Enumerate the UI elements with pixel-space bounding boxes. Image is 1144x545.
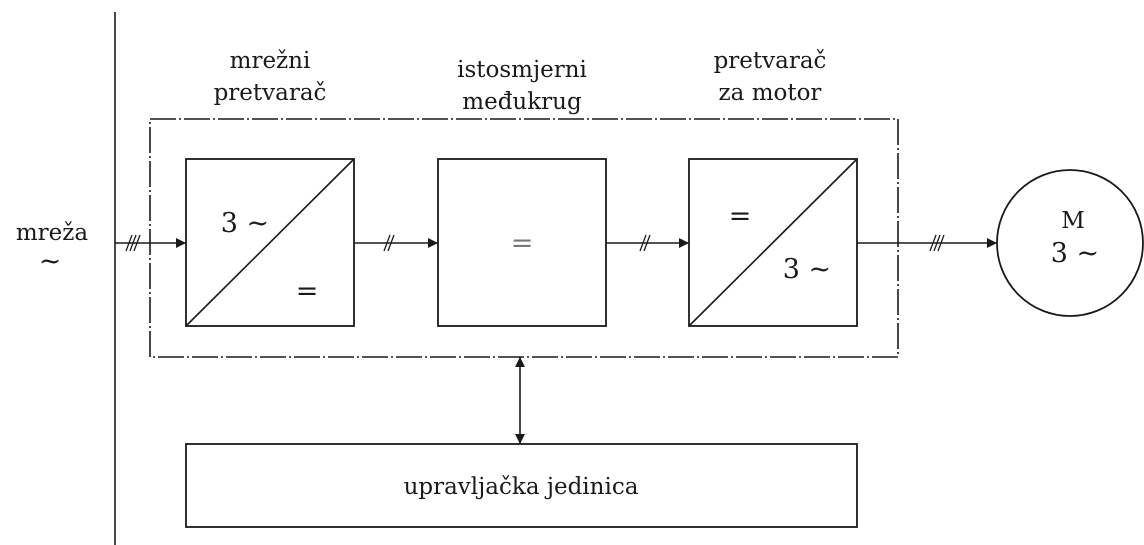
conductor-tick <box>129 234 137 252</box>
motor-ac-symbol: 3 ~ <box>1051 238 1099 269</box>
control-unit-block: upravljačka jedinica <box>185 443 858 528</box>
inverter-input-symbol: = <box>729 201 752 232</box>
connection-grid-to-rectifier <box>115 234 186 252</box>
rectifier-output-symbol: = <box>296 276 319 307</box>
connection-inverter-to-motor <box>857 234 997 252</box>
motor-converter-title: za motor <box>719 80 822 106</box>
conductor-tick <box>933 234 941 252</box>
control-unit-label: upravljačka jedinica <box>404 474 639 500</box>
conductor-tick <box>639 234 647 252</box>
inverter-output-symbol: 3 ~ <box>783 254 831 285</box>
grid-ac-symbol: ~ <box>39 246 62 277</box>
conductor-tick <box>937 234 945 252</box>
dc-link-symbol: = <box>511 228 534 259</box>
motor-converter-title: pretvarač <box>714 48 827 74</box>
dc-link-title: istosmjerni <box>457 57 587 83</box>
grid-converter-title: mrežni <box>230 48 311 74</box>
dc-link-block: = <box>437 158 607 327</box>
inverter-diagonal <box>688 158 858 327</box>
connection-dc-link-to-inverter <box>606 234 689 252</box>
conductor-tick <box>387 234 395 252</box>
motor-label: M <box>1061 208 1085 234</box>
rectifier-diagonal <box>185 158 355 327</box>
dc-link-title: međukrug <box>462 89 582 115</box>
conductor-tick <box>643 234 651 252</box>
inverter-block: = 3 ~ <box>688 158 858 327</box>
connection-rectifier-to-dc-link <box>354 234 438 252</box>
conductor-tick <box>125 234 133 252</box>
rectifier-block: 3 ~ = <box>185 158 355 327</box>
grid-label: mreža <box>16 220 89 246</box>
rectifier-input-symbol: 3 ~ <box>221 208 269 239</box>
conductor-tick <box>383 234 391 252</box>
conductor-tick <box>133 234 141 252</box>
motor: M 3 ~ <box>996 169 1144 317</box>
conductor-tick <box>929 234 937 252</box>
grid-converter-title: pretvarač <box>214 80 327 106</box>
